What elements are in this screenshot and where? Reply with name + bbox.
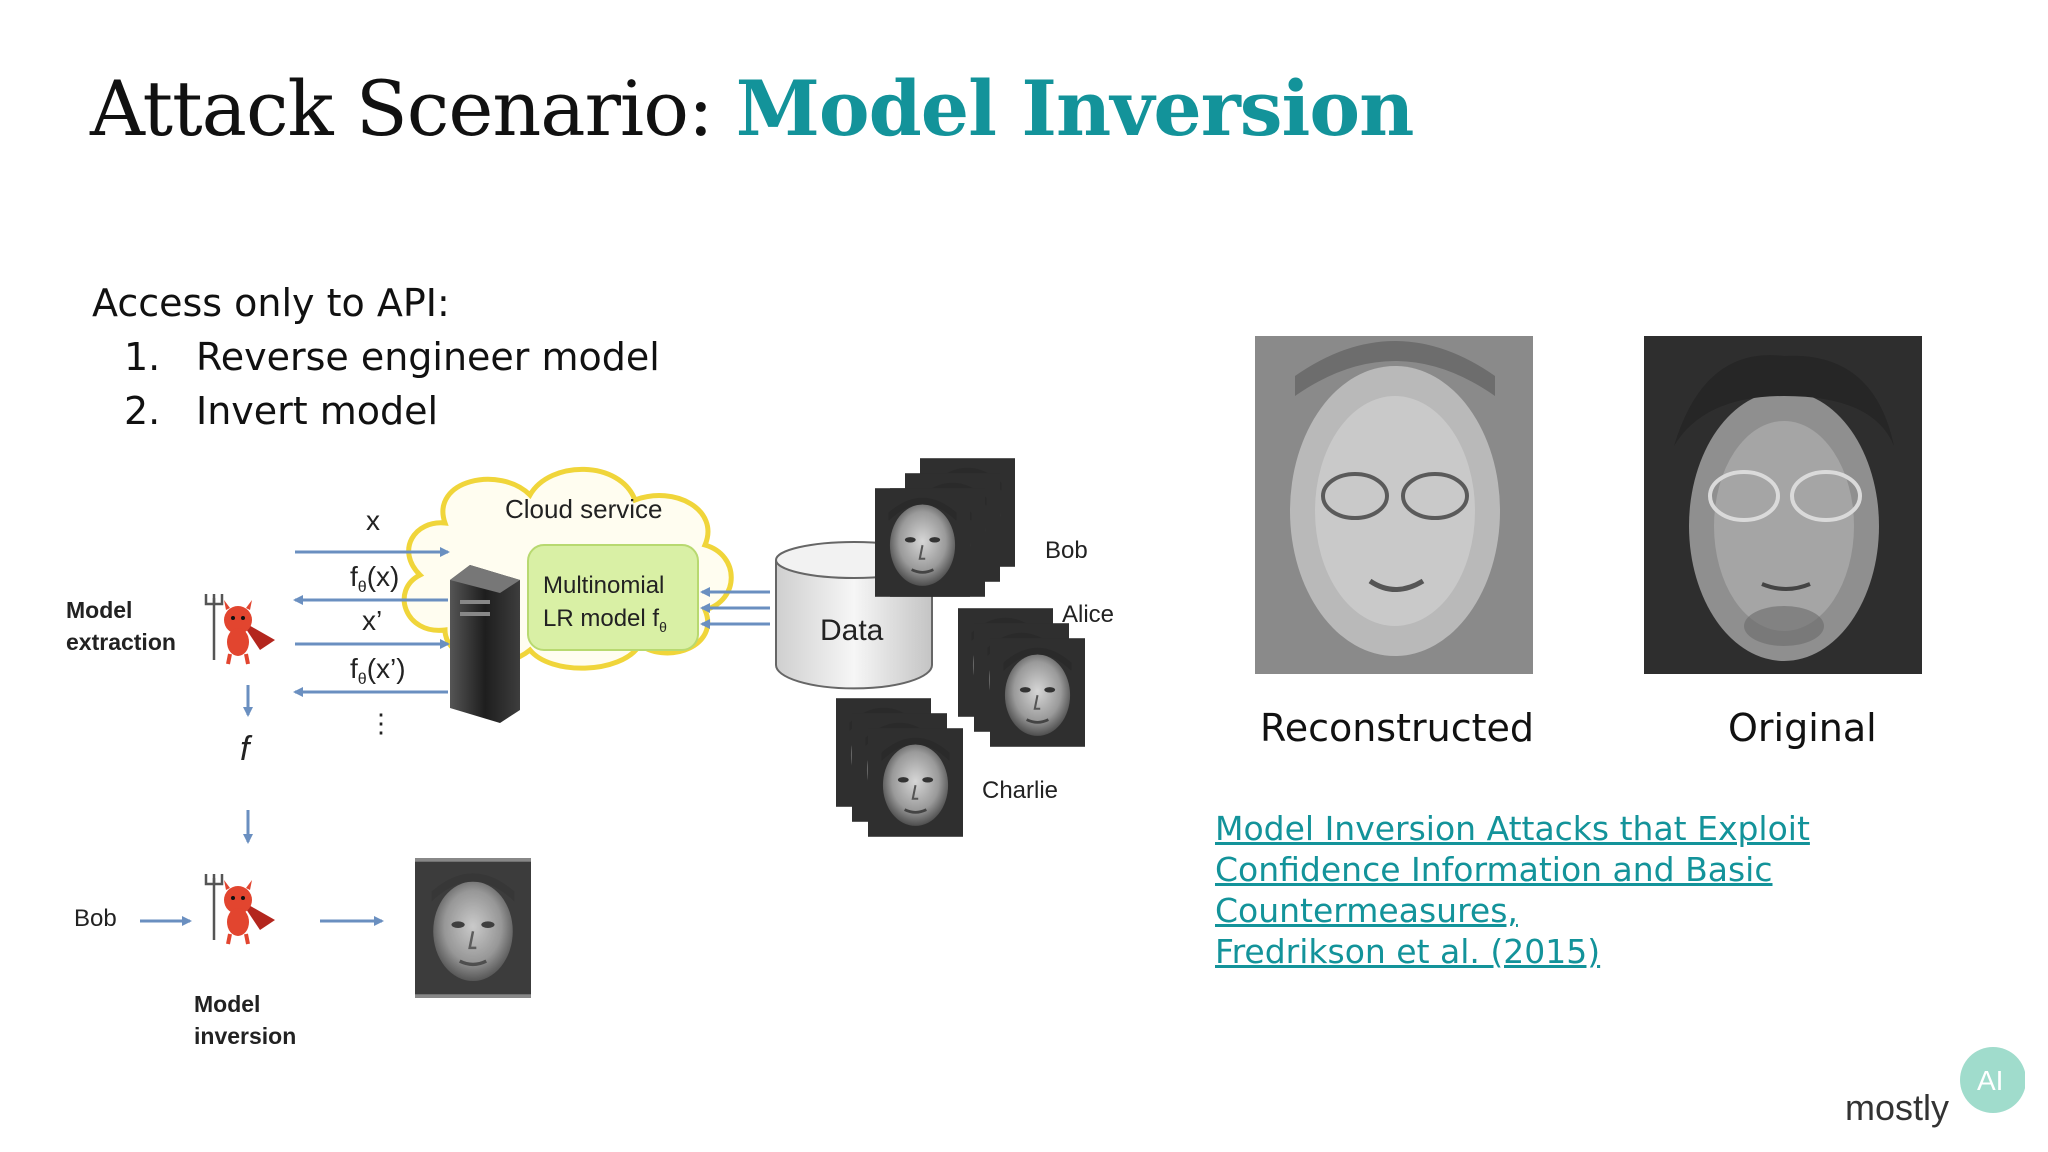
inverted-face-image <box>415 859 531 997</box>
slide-title: Attack Scenario: Model Inversion <box>90 64 1415 153</box>
arrow-fx-f: f <box>350 561 358 592</box>
step-number: 2. <box>124 389 161 433</box>
person-label-bob: Bob <box>1045 537 1088 564</box>
reference-line4[interactable]: Fredrikson et al. (2015) <box>1215 932 1601 971</box>
model-box-label: LR model f <box>543 605 659 632</box>
reconstructed-label: Reconstructed <box>1260 706 1534 750</box>
arrow-fx-theta: θ <box>358 579 367 596</box>
arrow-dots: ⋮ <box>368 708 394 738</box>
arrow-fx-arg: (x) <box>367 561 400 592</box>
charlie-photo-stack <box>836 696 963 839</box>
logo-badge-text: AI <box>1977 1065 2003 1096</box>
arrow-x-prime-label: x’ <box>362 605 382 636</box>
mostly-ai-logo: AI mostly <box>1845 1047 2025 1128</box>
step-text: Invert model <box>196 389 439 433</box>
access-heading: Access only to API: <box>92 281 450 325</box>
arrow-fx-prime-theta: θ <box>358 671 367 688</box>
reference-link[interactable]: Model Inversion Attacks that Exploit Con… <box>1215 808 1810 972</box>
step-item: 2. Invert model <box>92 384 660 438</box>
arrow-fx-prime-arg: (x’) <box>367 653 406 684</box>
step-number: 1. <box>124 335 161 379</box>
model-box <box>527 544 699 651</box>
reference-line1[interactable]: Model Inversion Attacks that Exploit <box>1215 809 1810 848</box>
model-box-line1: Multinomial <box>543 572 664 599</box>
original-label: Original <box>1728 706 1877 750</box>
arrow-x-label: x <box>366 505 380 536</box>
reference-line2[interactable]: Confidence Information and Basic <box>1215 850 1773 889</box>
reference-line3[interactable]: Countermeasures, <box>1215 891 1518 930</box>
server-icon <box>450 565 520 723</box>
person-label-charlie: Charlie <box>982 777 1058 804</box>
arrow-fx-label: fθ(x) <box>350 561 399 596</box>
bob-input-label: Bob <box>74 905 117 932</box>
alice-photo-stack <box>958 606 1085 749</box>
step-text: Reverse engineer model <box>196 335 660 379</box>
steps-list: 1. Reverse engineer model 2. Invert model <box>92 330 660 438</box>
devil-icon-extraction <box>204 592 277 666</box>
person-label-alice: Alice <box>1062 601 1114 628</box>
reconstructed-face-image <box>1255 336 1533 674</box>
step-item: 1. Reverse engineer model <box>92 330 660 384</box>
extracted-f-label: f <box>240 730 253 768</box>
model-inversion-line1: Model <box>194 991 260 1017</box>
model-extraction-line2: extraction <box>66 629 176 655</box>
title-plain: Attack Scenario: <box>90 64 714 153</box>
model-inversion-line2: inversion <box>194 1023 296 1049</box>
logo-text: mostly <box>1845 1087 1949 1128</box>
original-face-image <box>1644 336 1922 674</box>
access-list: Access only to API: 1. Reverse engineer m… <box>92 276 660 438</box>
arrow-fx-prime-f: f <box>350 653 358 684</box>
data-label: Data <box>820 614 884 647</box>
bob-photo-stack <box>875 456 1015 599</box>
model-extraction-line1: Model <box>66 597 132 623</box>
devil-icon-inversion <box>204 872 277 946</box>
model-inversion-diagram: Cloud service Multinomial LR model fθ Da… <box>66 456 1114 1049</box>
title-accent: Model Inversion <box>735 64 1415 153</box>
cloud-service-label: Cloud service <box>505 494 663 524</box>
theta-symbol: θ <box>659 619 667 635</box>
arrow-fx-prime-label: fθ(x’) <box>350 653 406 688</box>
model-box-line2: LR model fθ <box>543 605 667 635</box>
reference-link-anchor[interactable]: Model Inversion Attacks that Exploit Con… <box>1215 808 1810 972</box>
